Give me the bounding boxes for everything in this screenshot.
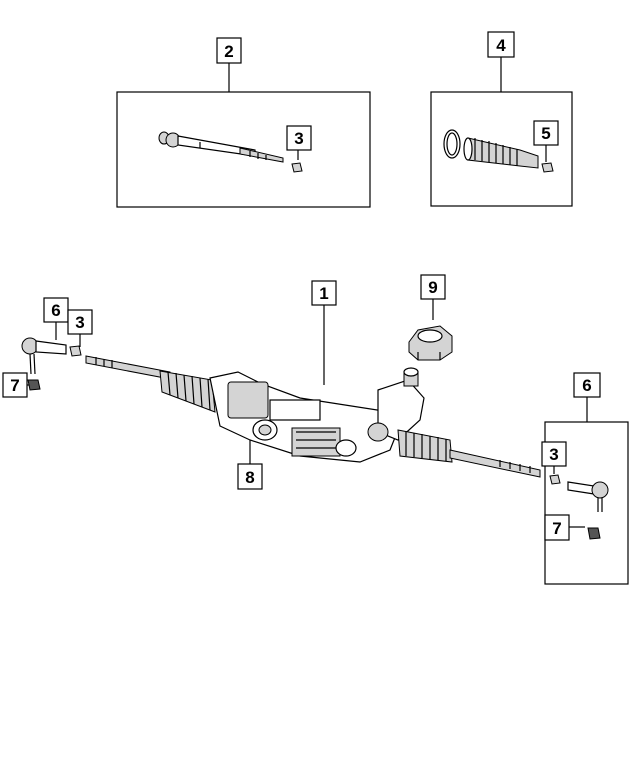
- castle-nut-left: [27, 379, 41, 391]
- callout-9-label: 9: [428, 278, 437, 297]
- callout-6-right-label: 6: [582, 376, 591, 395]
- boot-clamp-ring: [443, 129, 461, 159]
- callout-5-label: 5: [541, 124, 550, 143]
- callout-2[interactable]: 2: [216, 37, 242, 64]
- callout-6-right[interactable]: 6: [573, 372, 601, 398]
- jam-nut-top: [291, 162, 303, 173]
- callout-5[interactable]: 5: [533, 120, 559, 146]
- callout-6-left-label: 6: [51, 301, 60, 320]
- callout-1[interactable]: 1: [311, 280, 337, 306]
- callout-2-label: 2: [224, 42, 233, 61]
- boot-clamp-small: [541, 162, 554, 173]
- jam-nut-left: [69, 345, 82, 357]
- jam-nut-right: [549, 474, 561, 485]
- callout-3-left-label: 3: [75, 313, 84, 332]
- callout-3-top-label: 3: [294, 129, 303, 148]
- callout-8-label: 8: [245, 468, 254, 487]
- inner-tie-rod-part: [158, 131, 284, 163]
- callout-7-left[interactable]: 7: [2, 372, 28, 398]
- steering-boot: [463, 137, 539, 169]
- callout-3-right[interactable]: 3: [541, 441, 567, 467]
- callout-3-top[interactable]: 3: [286, 125, 312, 151]
- callout-8[interactable]: 8: [237, 463, 263, 490]
- castle-nut-right: [587, 527, 601, 540]
- outer-tie-rod-end-left: [21, 337, 67, 375]
- steering-gear-assembly: [85, 355, 541, 478]
- callout-7-left-label: 7: [10, 376, 19, 395]
- callout-1-label: 1: [319, 284, 328, 303]
- callout-3-right-label: 3: [549, 445, 558, 464]
- callout-4[interactable]: 4: [487, 31, 515, 58]
- dust-cap-part: [408, 325, 453, 361]
- inner-tie-rod-group-box: [116, 91, 371, 208]
- callout-9[interactable]: 9: [420, 274, 446, 300]
- callout-3-left[interactable]: 3: [67, 309, 93, 335]
- callout-6-left[interactable]: 6: [43, 297, 69, 323]
- outer-tie-rod-end-right: [567, 481, 609, 512]
- callout-7-right[interactable]: 7: [544, 514, 570, 541]
- callout-7-right-label: 7: [552, 519, 561, 538]
- callout-4-label: 4: [496, 36, 506, 55]
